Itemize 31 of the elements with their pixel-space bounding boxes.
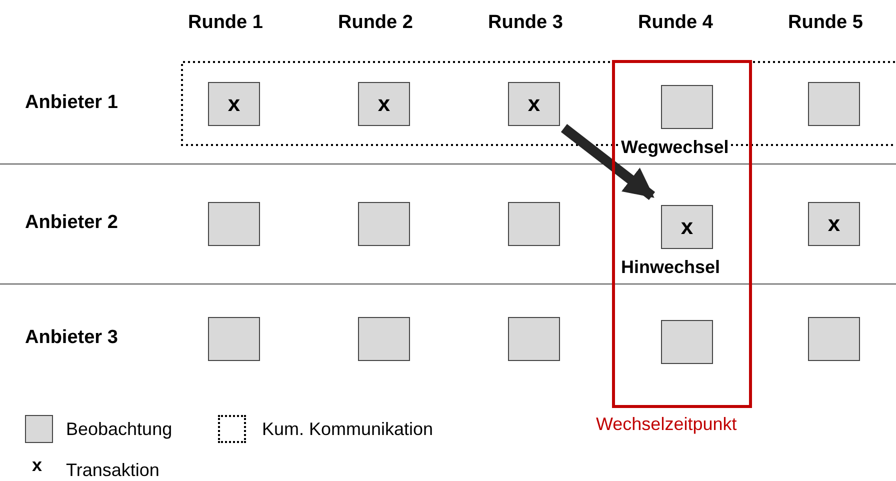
observation-box <box>208 317 260 361</box>
observation-box <box>208 202 260 246</box>
observation-box: x <box>208 82 260 126</box>
observation-box <box>358 202 410 246</box>
observation-box <box>808 317 860 361</box>
observation-box <box>358 317 410 361</box>
row-header: Anbieter 2 <box>25 212 118 234</box>
observation-box: x <box>808 202 860 246</box>
observation-box <box>808 82 860 126</box>
legend-text: Beobachtung <box>66 419 172 440</box>
arrow <box>560 124 656 200</box>
observation-box: x <box>508 82 560 126</box>
column-header: Runde 1 <box>188 12 263 34</box>
highlight-frame <box>612 60 752 408</box>
legend-text: Transaktion <box>66 460 160 481</box>
column-header: Runde 5 <box>788 12 863 34</box>
observation-box: x <box>358 82 410 126</box>
row-header: Anbieter 3 <box>25 327 118 349</box>
switch-label: Wegwechsel <box>619 137 731 158</box>
observation-box <box>661 85 713 129</box>
observation-box: x <box>661 205 713 249</box>
legend-symbol: x <box>32 456 42 474</box>
column-header: Runde 2 <box>338 12 413 34</box>
observation-box <box>508 202 560 246</box>
column-header: Runde 4 <box>638 12 713 34</box>
legend-text: Kum. Kommunikation <box>262 419 434 440</box>
observation-box <box>661 320 713 364</box>
observation-box <box>508 317 560 361</box>
row-header: Anbieter 1 <box>25 92 118 114</box>
column-header: Runde 3 <box>488 12 563 34</box>
frame-label: Wechselzeitpunkt <box>596 414 737 435</box>
